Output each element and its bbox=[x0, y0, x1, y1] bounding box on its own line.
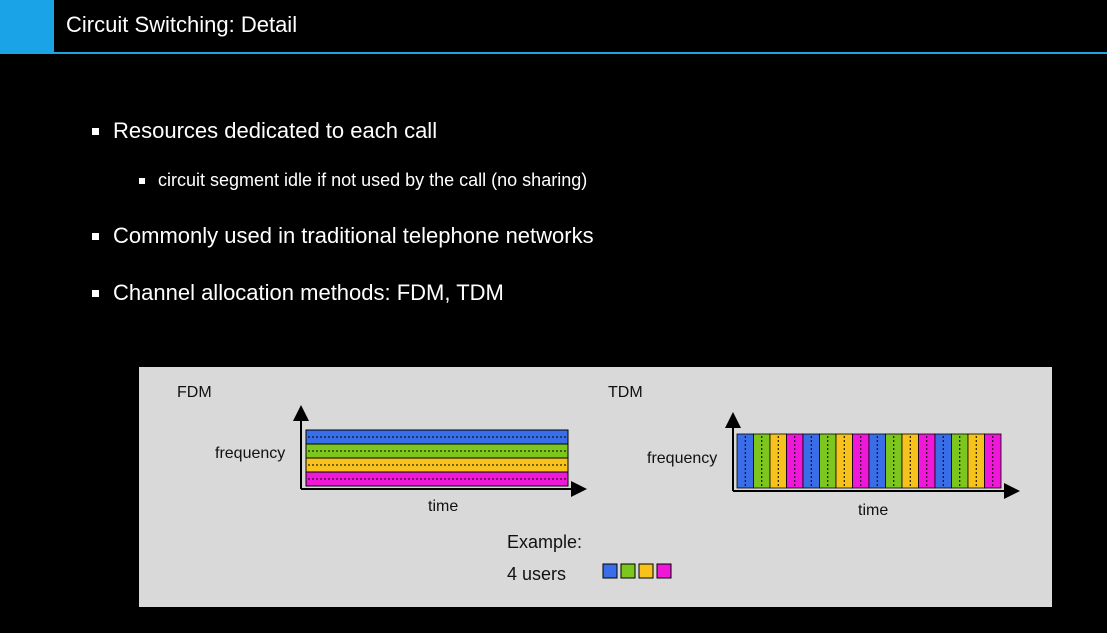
users-label: 4 users bbox=[507, 564, 566, 584]
bullet-square-icon bbox=[92, 289, 99, 297]
fdm-x-axis-label: time bbox=[428, 498, 458, 515]
bullet-square-icon bbox=[139, 177, 145, 184]
fdm-tdm-figure: FDM TDM frequency time frequency time Ex… bbox=[139, 367, 1052, 607]
slide-title: Circuit Switching: Detail bbox=[66, 12, 298, 37]
tdm-label: TDM bbox=[608, 384, 643, 401]
bullet-resources: Resources dedicated to each call bbox=[92, 118, 437, 144]
fdm-tdm-diagram: FDM TDM frequency time frequency time Ex… bbox=[177, 384, 1020, 584]
sub-bullet-idle: circuit segment idle if not used by the … bbox=[139, 170, 587, 191]
fdm-label: FDM bbox=[177, 384, 212, 401]
tdm-x-axis-label: time bbox=[858, 502, 888, 519]
title-accent-block bbox=[0, 0, 54, 52]
bullet-text: Channel allocation methods: FDM, TDM bbox=[113, 280, 504, 305]
tdm-slots bbox=[736, 433, 1002, 489]
legend-swatches bbox=[602, 563, 672, 579]
tdm-y-axis-label: frequency bbox=[647, 450, 717, 467]
bullet-square-icon bbox=[92, 127, 99, 135]
bullet-text: Commonly used in traditional telephone n… bbox=[113, 223, 594, 248]
legend-swatch-user-3 bbox=[638, 563, 654, 579]
fdm-bands bbox=[305, 429, 569, 487]
bullet-text: circuit segment idle if not used by the … bbox=[158, 170, 588, 190]
legend-swatch-user-2 bbox=[620, 563, 636, 579]
legend-swatch-user-1 bbox=[602, 563, 618, 579]
legend-swatch-user-4 bbox=[656, 563, 672, 579]
slide-title-bar: Circuit Switching: Detail bbox=[0, 0, 1107, 54]
example-label: Example: bbox=[507, 532, 582, 552]
bullet-allocation: Channel allocation methods: FDM, TDM bbox=[92, 280, 504, 306]
fdm-y-axis-label: frequency bbox=[215, 445, 285, 462]
bullet-telephone: Commonly used in traditional telephone n… bbox=[92, 223, 594, 249]
bullet-text: Resources dedicated to each call bbox=[113, 118, 438, 143]
bullet-square-icon bbox=[92, 232, 99, 240]
